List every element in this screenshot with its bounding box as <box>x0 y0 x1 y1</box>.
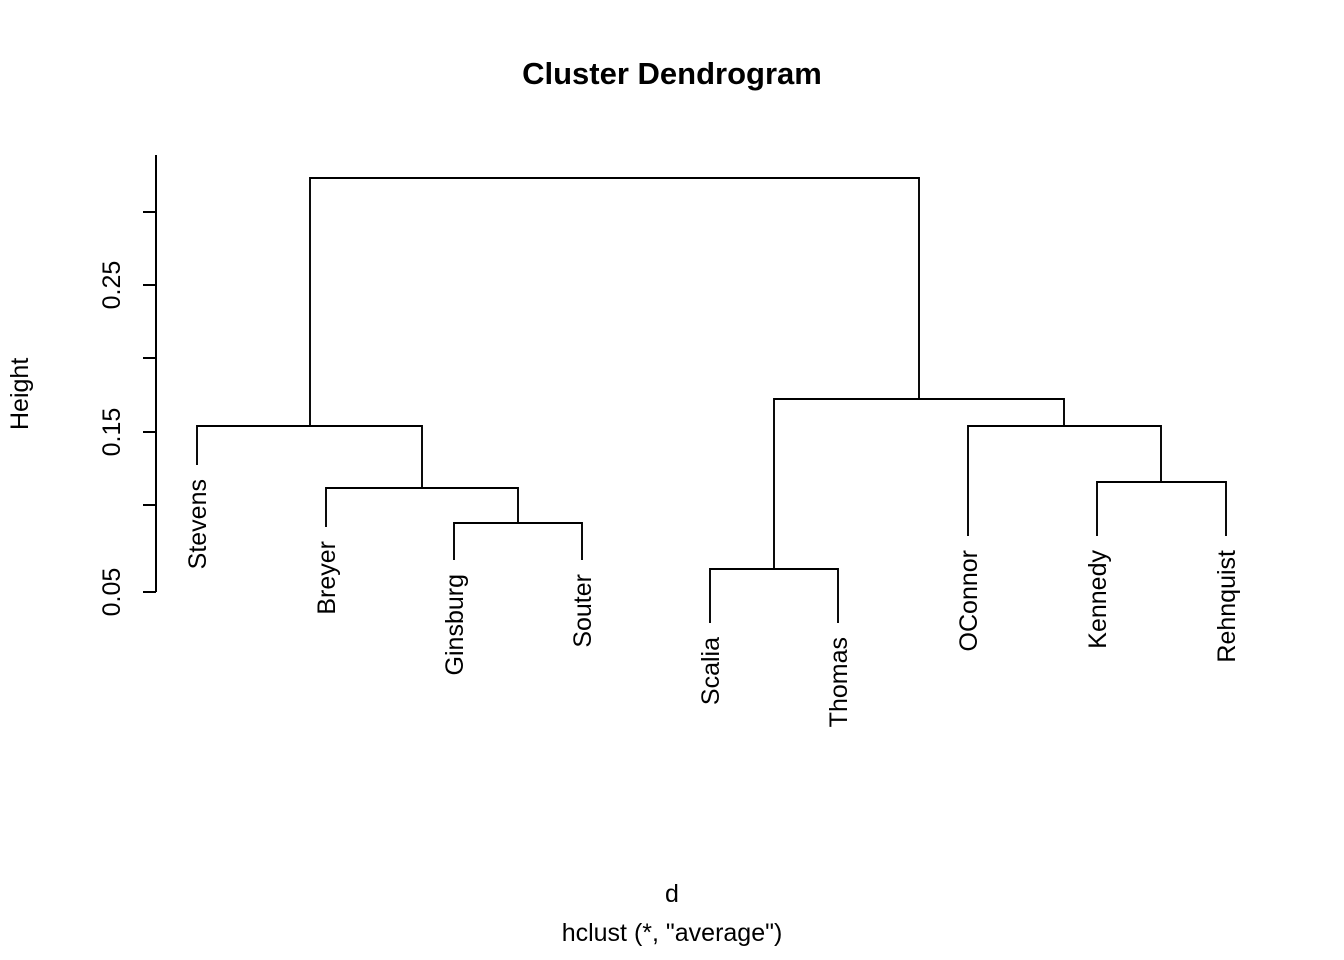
leaf-label-stevens: Stevens <box>184 479 212 569</box>
tick-label-0.25: 0.25 <box>98 261 126 310</box>
tick-label-0.05: 0.05 <box>98 568 126 617</box>
y-axis-ticks <box>143 210 156 594</box>
merge-link-m7 <box>773 398 1065 569</box>
tick-label-0.15: 0.15 <box>98 408 126 457</box>
merge-link-m4 <box>1096 481 1227 536</box>
x-axis-subtitle: hclust (*, "average") <box>561 919 783 947</box>
merge-link-m1 <box>709 568 839 623</box>
leaf-label-ginsburg: Ginsburg <box>441 574 469 675</box>
page-title: Cluster Dendrogram <box>522 56 822 91</box>
x-axis-label: d <box>665 880 679 908</box>
merge-link-m3 <box>325 487 519 527</box>
y-axis: 0.25 0.15 0.05 <box>98 155 158 617</box>
merge-link-m6 <box>196 425 423 488</box>
leaf-label-rehnquist: Rehnquist <box>1213 550 1241 663</box>
leaf-label-thomas: Thomas <box>825 637 853 727</box>
merge-link-m5 <box>967 425 1162 536</box>
merge-link-m8 <box>309 177 920 426</box>
leaf-label-kennedy: Kennedy <box>1084 550 1112 649</box>
leaf-label-souter: Souter <box>569 574 597 648</box>
leaf-label-breyer: Breyer <box>313 541 341 615</box>
merge-link-m2 <box>453 522 583 560</box>
leaf-label-oconnor: OConnor <box>955 550 983 651</box>
leaf-labels: Stevens Breyer Ginsburg Souter Scalia Th… <box>184 479 1241 727</box>
y-axis-tick-labels: 0.25 0.15 0.05 <box>98 261 126 617</box>
dendrogram-links <box>196 177 1227 623</box>
leaf-label-scalia: Scalia <box>697 637 725 705</box>
